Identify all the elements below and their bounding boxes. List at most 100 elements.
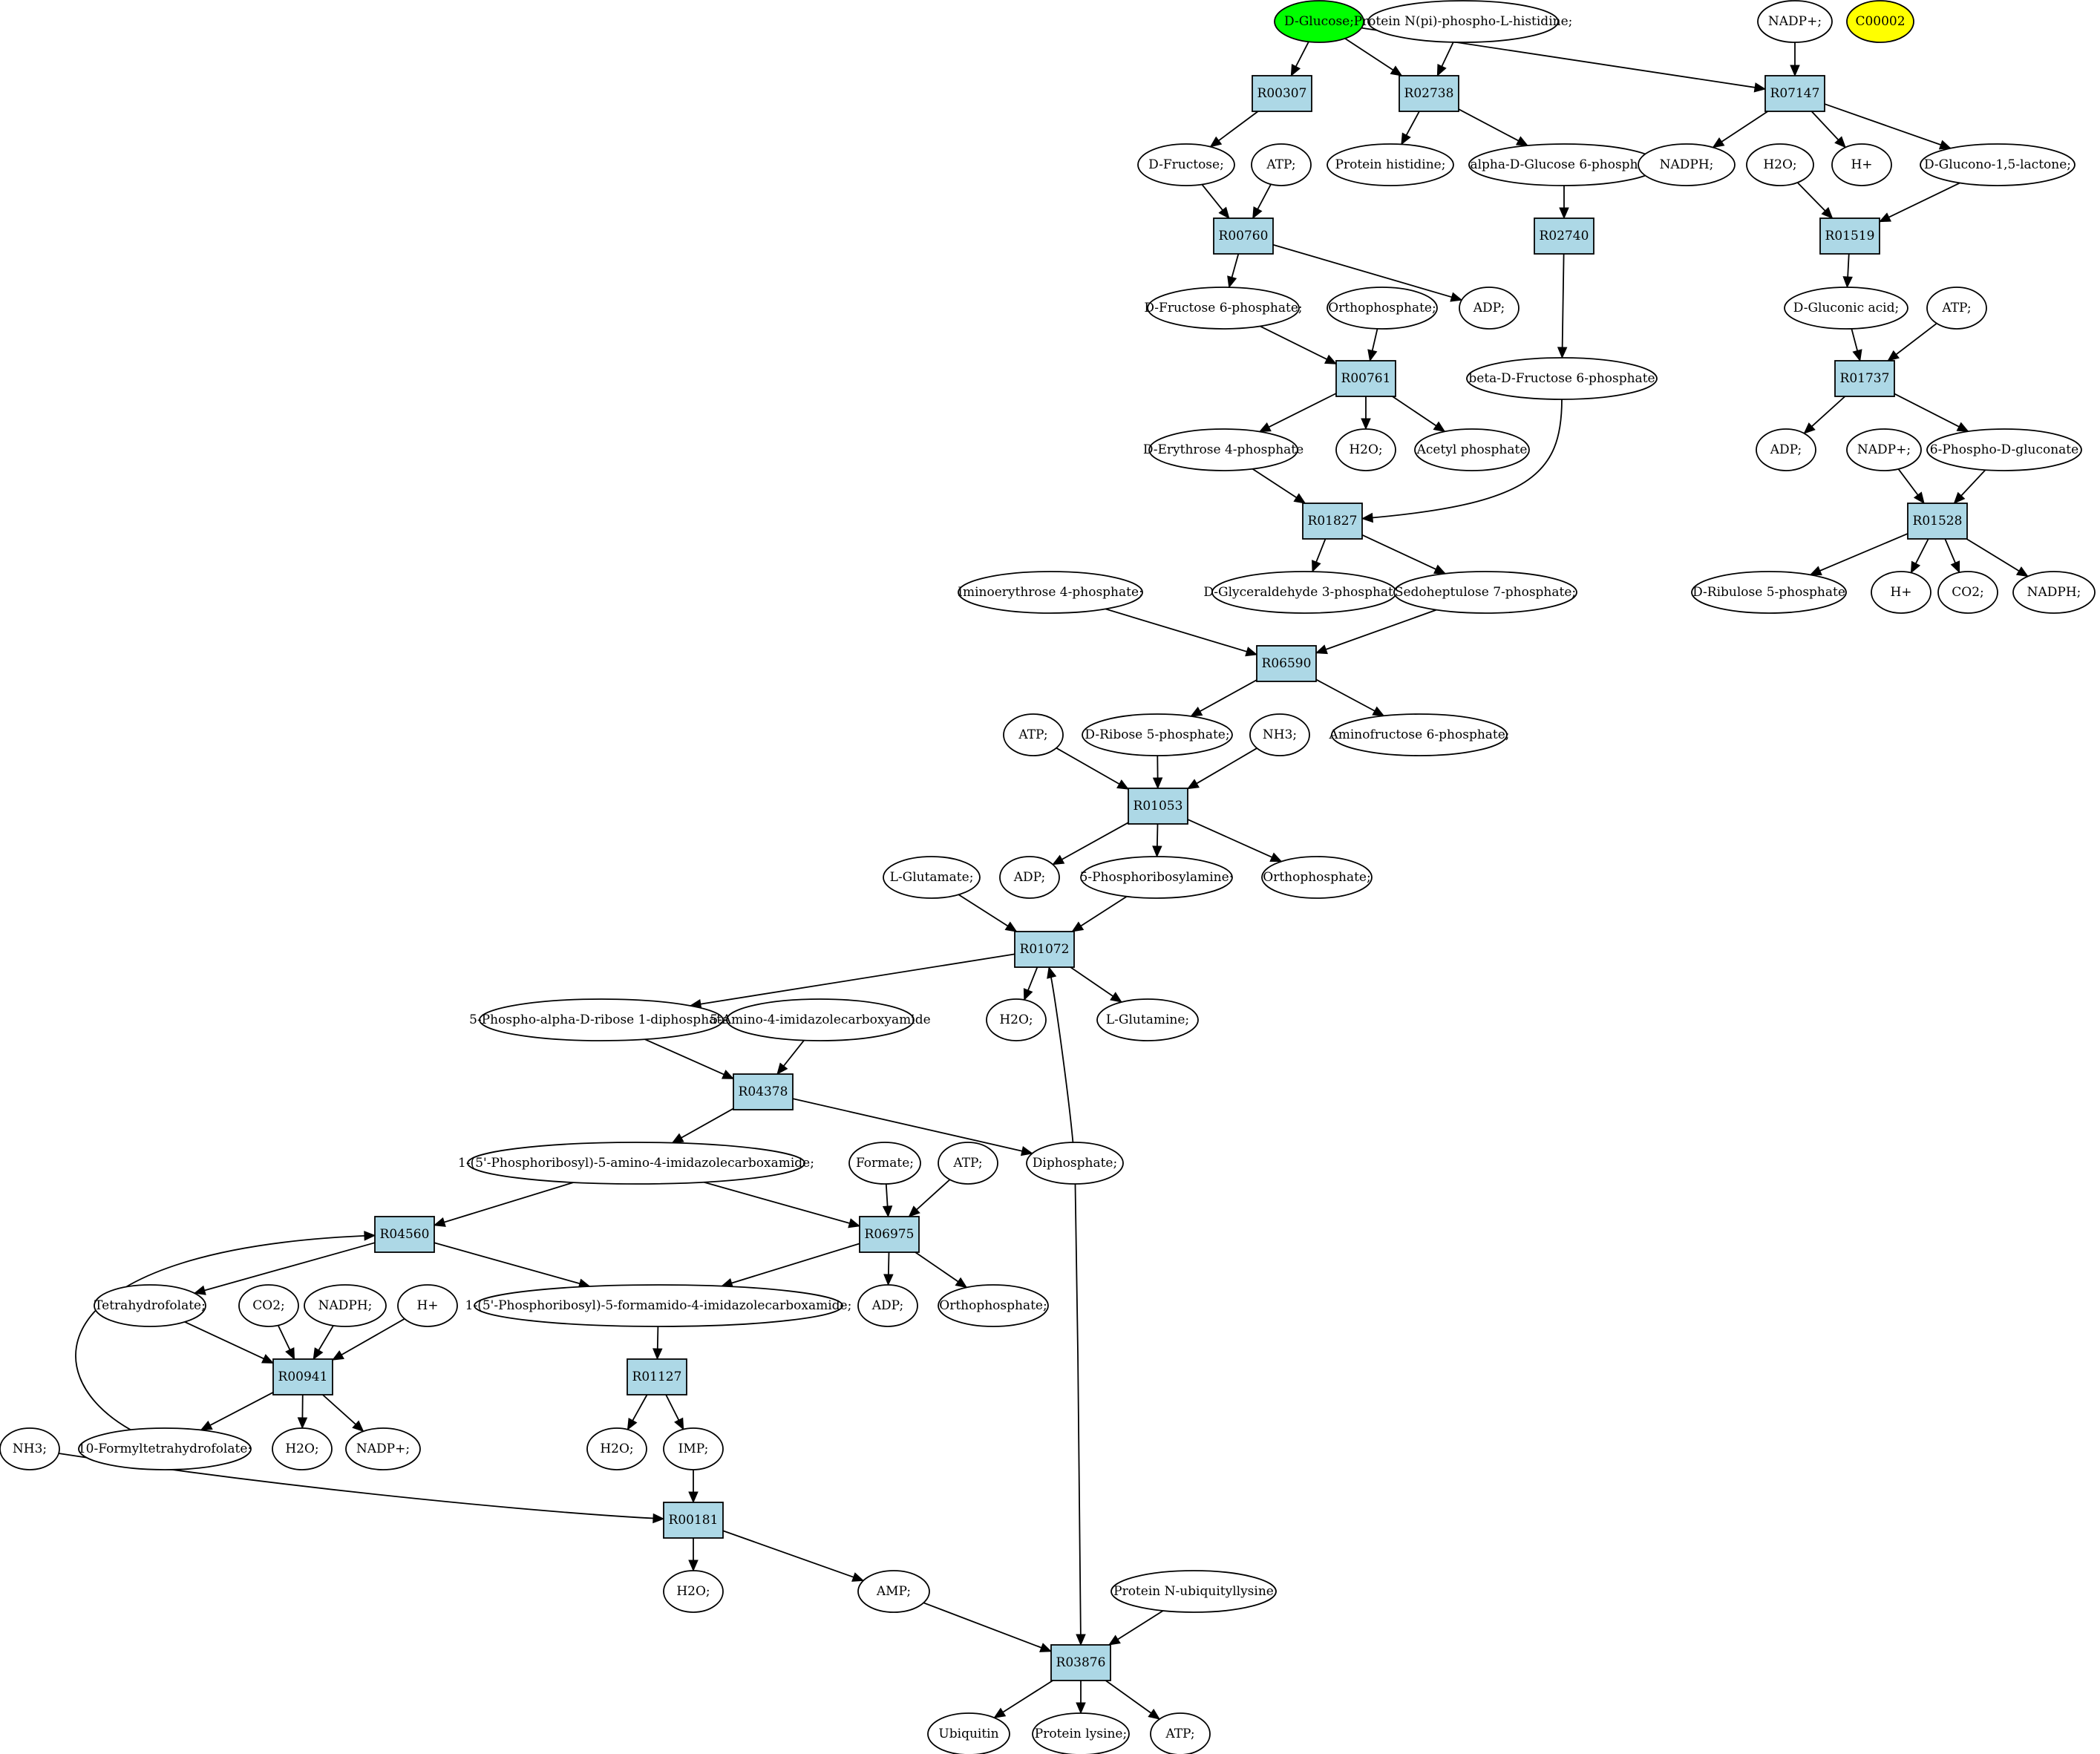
compound-node-glucono[interactable]: D-Glucono-1,5-lactone; (1920, 143, 2076, 186)
edge-line (1361, 399, 1563, 520)
compound-node-fructose[interactable]: D-Fructose; (1137, 143, 1235, 186)
compound-node-ubiquitin[interactable]: Ubiquitin (927, 1712, 1010, 1754)
edge-R06975-to-faicar (720, 1243, 860, 1288)
compound-node-atp-c[interactable]: ATP; (1003, 713, 1064, 756)
compound-label: D-Erythrose 4-phosphate (1143, 442, 1303, 457)
compound-node-h2o-f[interactable]: H2O; (663, 1570, 724, 1613)
reaction-node-r04560[interactable]: R04560 (374, 1216, 435, 1253)
compound-node-bf6p[interactable]: beta-D-Fructose 6-phosphate (1466, 357, 1658, 400)
reaction-node-r01519[interactable]: R01519 (1819, 217, 1880, 255)
compound-node-faicar[interactable]: 1-(5'-Phosphoribosyl)-5-formamido-4-imid… (465, 1284, 852, 1327)
compound-node-co2-a[interactable]: CO2; (1937, 571, 1998, 614)
reaction-node-r00761[interactable]: R00761 (1335, 360, 1396, 397)
compound-node-protlys[interactable]: Protein lysine; (1032, 1712, 1130, 1754)
compound-node-nadp-c[interactable]: NADP+; (345, 1427, 421, 1470)
compound-node-nh3-a[interactable]: NH3; (1249, 713, 1310, 756)
compound-node-s7p[interactable]: Sedoheptulose 7-phosphate; (1393, 571, 1577, 614)
compound-node-f6p[interactable]: D-Fructose 6-phosphate; (1144, 287, 1303, 330)
reaction-node-r01072[interactable]: R01072 (1014, 931, 1075, 968)
compound-node-nh3-b[interactable]: NH3; (0, 1427, 60, 1470)
reaction-node-r03876[interactable]: R03876 (1050, 1644, 1111, 1681)
reaction-node-r00760[interactable]: R00760 (1213, 217, 1274, 255)
compound-node-e4p[interactable]: D-Erythrose 4-phosphate (1143, 428, 1303, 471)
edge-line (332, 1318, 405, 1361)
compound-node-ru5p[interactable]: D-Ribulose 5-phosphate (1691, 571, 1847, 614)
compound-node-aminof[interactable]: Aminofructose 6-phosphate; (1328, 713, 1510, 756)
edge-R02740-to-bf6p (1557, 253, 1568, 359)
compound-node-adp-c[interactable]: ADP; (999, 856, 1060, 899)
compound-node-h-a[interactable]: H+ (1831, 143, 1892, 186)
compound-node-prib[interactable]: 5-Phosphoribosylamine; (1080, 856, 1234, 899)
compound-node-g3p[interactable]: D-Glyceraldehyde 3-phosphate; (1203, 571, 1405, 614)
compound-node-diphos[interactable]: Diphosphate; (1026, 1142, 1124, 1185)
compound-node-thf[interactable]: Tetrahydrofolate; (94, 1284, 206, 1327)
compound-node-nubq[interactable]: Protein N-ubiquityllysine (1110, 1570, 1277, 1613)
compound-node-c00002[interactable]: C00002 (1846, 0, 1914, 43)
compound-node-acetylp[interactable]: Acetyl phosphate (1414, 428, 1530, 471)
compound-ellipse (1110, 1570, 1277, 1613)
compound-node-h2o-b[interactable]: H2O; (1335, 428, 1396, 471)
reaction-node-r01053[interactable]: R01053 (1128, 788, 1188, 825)
reaction-node-r02740[interactable]: R02740 (1534, 217, 1594, 255)
compound-node-h2o-e[interactable]: H2O; (586, 1427, 647, 1470)
reaction-node-r07147[interactable]: R07147 (1764, 75, 1825, 112)
compound-node-nadp-b[interactable]: NADP+; (1846, 428, 1922, 471)
compound-node-nadph-a[interactable]: NADPH; (1638, 143, 1736, 186)
compound-node-gluconic[interactable]: D-Gluconic acid; (1784, 287, 1908, 330)
reaction-node-r01827[interactable]: R01827 (1302, 503, 1363, 540)
compound-node-prothis[interactable]: Protein histidine; (1327, 143, 1454, 186)
compound-node-r5p[interactable]: D-Ribose 5-phosphate; (1082, 713, 1233, 756)
reaction-node-r06975[interactable]: R06975 (859, 1216, 920, 1253)
compound-ellipse (1137, 143, 1235, 186)
compound-node-prpp[interactable]: 5-Phospho-alpha-D-ribose 1-diphosphate; (469, 998, 733, 1041)
compound-node-aica[interactable]: 5-Amino-4-imidazolecarboxyamide (710, 998, 931, 1041)
compound-node-h2o-d[interactable]: H2O; (272, 1427, 333, 1470)
compound-node-formate[interactable]: Formate; (848, 1142, 921, 1185)
reaction-label: R00941 (278, 1370, 328, 1384)
reaction-label: R00761 (1341, 371, 1391, 386)
compound-node-lglu[interactable]: L-Glutamate; (883, 856, 981, 899)
reaction-node-r00307[interactable]: R00307 (1252, 75, 1312, 112)
compound-node-atp-a[interactable]: ATP; (1251, 143, 1312, 186)
reaction-node-r04378[interactable]: R04378 (733, 1073, 794, 1110)
compound-node-h2o-a[interactable]: H2O; (1746, 143, 1814, 186)
compound-node-aicar[interactable]: 1-(5'-Phosphoribosyl)-5-amino-4-imidazol… (458, 1142, 814, 1185)
arrowhead (674, 1417, 684, 1430)
compound-node-nphis[interactable]: Protein N(pi)-phospho-L-histidine; (1354, 0, 1573, 43)
compound-node-atp-d[interactable]: ATP; (938, 1142, 998, 1185)
reaction-node-r01528[interactable]: R01528 (1907, 503, 1968, 540)
reaction-node-r00941[interactable]: R00941 (272, 1358, 333, 1395)
compound-node-ag6p[interactable]: alpha-D-Glucose 6-phosphate (1468, 143, 1660, 186)
arrowhead (1712, 137, 1725, 148)
compound-node-imp[interactable]: IMP; (663, 1427, 724, 1470)
compound-node-adp-a[interactable]: ADP; (1459, 287, 1520, 330)
compound-node-h2o-c[interactable]: H2O; (986, 998, 1047, 1041)
compound-node-adp-b[interactable]: ADP; (1756, 428, 1816, 471)
reaction-node-r00181[interactable]: R00181 (663, 1502, 724, 1539)
compound-label: Aminofructose 6-phosphate; (1328, 727, 1509, 742)
compound-node-imino[interactable]: Iminoerythrose 4-phosphate; (958, 571, 1143, 614)
compound-node-orthop-a[interactable]: Orthophosphate; (1327, 287, 1438, 330)
compound-node-lgln[interactable]: L-Glutamine; (1096, 998, 1199, 1041)
compound-node-orthop-b[interactable]: Orthophosphate; (1261, 856, 1373, 899)
compound-node-amp[interactable]: AMP; (857, 1570, 930, 1613)
compound-node-atp-e[interactable]: ATP; (1150, 1712, 1211, 1754)
compound-node-glucose[interactable]: D-Glucose; (1274, 0, 1364, 43)
reaction-node-r06590[interactable]: R06590 (1256, 645, 1317, 682)
reaction-node-r01737[interactable]: R01737 (1834, 360, 1895, 397)
compound-node-co2-b[interactable]: CO2; (238, 1284, 299, 1327)
reaction-node-r01127[interactable]: R01127 (627, 1358, 687, 1395)
compound-node-h-c[interactable]: H+ (397, 1284, 458, 1327)
compound-node-h-b[interactable]: H+ (1871, 571, 1931, 614)
compound-node-adp-d[interactable]: ADP; (857, 1284, 918, 1327)
compound-node-nadp-a[interactable]: NADP+; (1757, 0, 1833, 43)
edge-co2_b-to-R00941 (277, 1325, 295, 1361)
compound-node-fthf[interactable]: 10-Formyltetrahydrofolate; (78, 1427, 252, 1470)
compound-label: ATP; (1941, 301, 1971, 315)
reaction-node-r02738[interactable]: R02738 (1399, 75, 1459, 112)
compound-node-nadph-b[interactable]: NADPH; (2012, 571, 2096, 614)
compound-node-nadph-c[interactable]: NADPH; (304, 1284, 387, 1327)
compound-node-orthop-c[interactable]: Orthophosphate; (938, 1284, 1049, 1327)
compound-node-pgluconate[interactable]: 6-Phospho-D-gluconate (1926, 428, 2082, 471)
compound-node-atp-b[interactable]: ATP; (1926, 287, 1987, 330)
